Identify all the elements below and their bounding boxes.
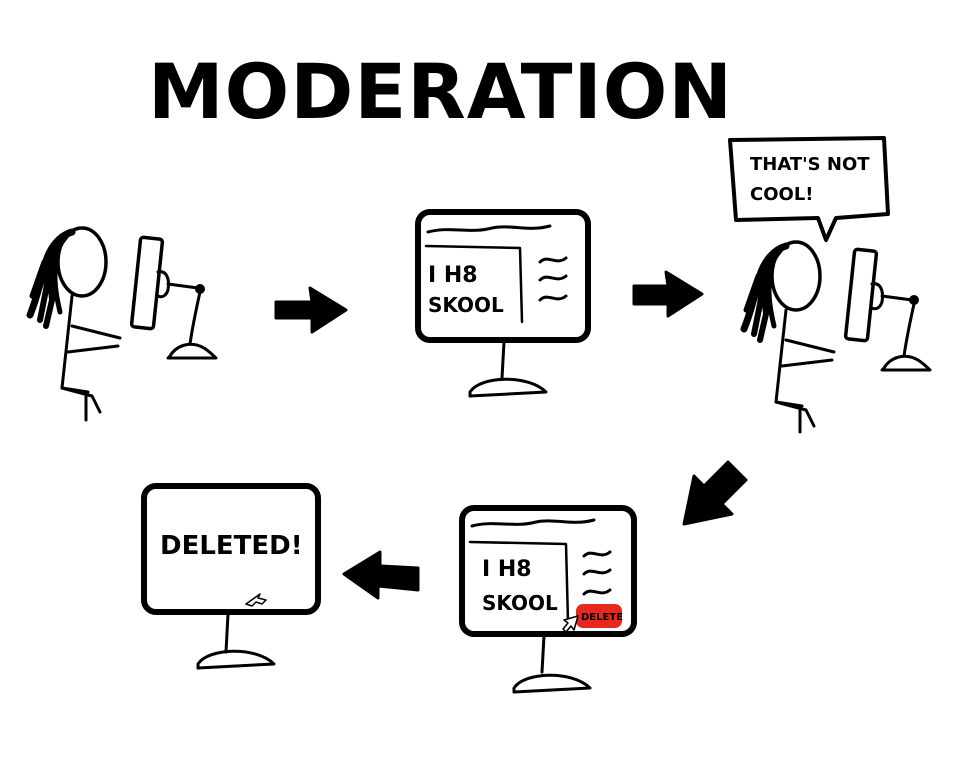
monitor-icon: DELETED! (141, 483, 321, 670)
speech-line-1: THAT'S NOT (750, 154, 870, 175)
desk-monitor-icon (843, 247, 932, 372)
hair-icon (740, 242, 790, 343)
delete-button-label: DELETE (581, 612, 623, 623)
deleted-message: DELETED! (160, 531, 303, 561)
desk-monitor-icon (129, 235, 218, 360)
post-line-2: SKOOL (482, 591, 558, 615)
speech-line-2: COOL! (750, 184, 814, 205)
arrow-left-icon (342, 550, 420, 600)
speech-bubble: THAT'S NOT COOL! (728, 136, 890, 242)
arrow-down-left-icon (682, 460, 748, 526)
delete-button[interactable]: DELETE (576, 604, 623, 628)
mouse-cursor-icon (562, 615, 579, 633)
person-icon (26, 226, 122, 422)
arrow-right-icon (632, 270, 704, 318)
post-line-1: I H8 (428, 263, 478, 288)
monitor-icon: I H8 SKOOL (459, 505, 637, 694)
post-line-1: I H8 (482, 557, 532, 582)
post-line-2: SKOOL (428, 293, 504, 317)
mouse-cursor-icon (245, 593, 267, 607)
monitor-icon: I H8 SKOOL (415, 209, 591, 398)
arrow-right-icon (274, 286, 348, 334)
hair-icon (26, 228, 76, 329)
page-title: MODERATION (148, 47, 733, 136)
person-icon (740, 240, 836, 434)
